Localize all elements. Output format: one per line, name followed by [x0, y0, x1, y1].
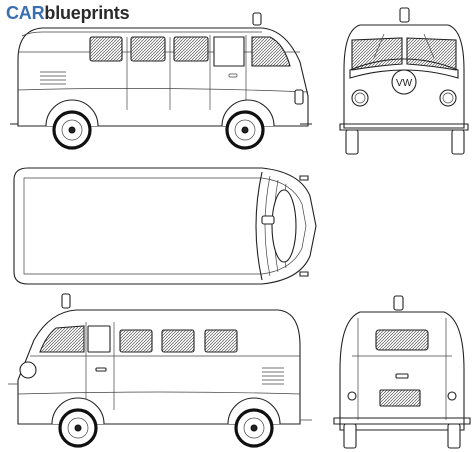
windshield-right: [407, 38, 456, 70]
rear-tire-left: [344, 424, 356, 448]
license-plate: [380, 390, 420, 406]
logo-car-text: CAR: [6, 3, 45, 23]
roof-beacon: [262, 216, 274, 224]
vw-badge-text: VW: [396, 78, 413, 89]
side-view-left: [8, 294, 312, 446]
rear-tire-right: [448, 424, 460, 448]
roof-beacon: [253, 13, 261, 25]
van-body-left: [18, 310, 300, 424]
rear-view: [334, 296, 470, 448]
front-bumper: [340, 124, 468, 130]
car-blueprints-logo: CARblueprints: [6, 2, 130, 24]
front-body: [344, 25, 464, 128]
vw-emblem: [392, 70, 416, 94]
rear-body: [340, 312, 464, 430]
windshield-side-left: [40, 326, 84, 352]
roof-beacon: [394, 296, 403, 310]
roof-outline: [14, 168, 316, 284]
headlight-right: [440, 90, 456, 106]
side-window-3: [174, 37, 208, 61]
cab-window-left: [88, 326, 110, 352]
windshield-left: [352, 38, 402, 70]
logo-blueprints-text: blueprints: [44, 3, 130, 23]
front-tire-right: [452, 130, 464, 154]
roof-beacon: [62, 294, 70, 308]
side-view-right: [10, 13, 312, 148]
top-view: [14, 168, 316, 284]
side-window-left-1: [120, 330, 152, 352]
rear-bumper: [334, 418, 470, 424]
engine-vents-left: [262, 368, 284, 384]
side-window-left-3: [205, 330, 237, 352]
van-body: [18, 28, 308, 126]
side-window-left-2: [162, 330, 194, 352]
engine-vents: [40, 72, 66, 84]
roof-beacon: [400, 8, 409, 22]
side-window-2: [131, 37, 165, 61]
windshield-side: [252, 37, 290, 66]
front-view: VW: [340, 8, 468, 154]
cab-window: [214, 37, 244, 66]
headlight-side: [20, 362, 36, 378]
headlight-left: [352, 90, 368, 106]
rear-window: [376, 330, 428, 350]
front-tire-left: [346, 130, 358, 154]
side-window-1: [90, 37, 122, 61]
